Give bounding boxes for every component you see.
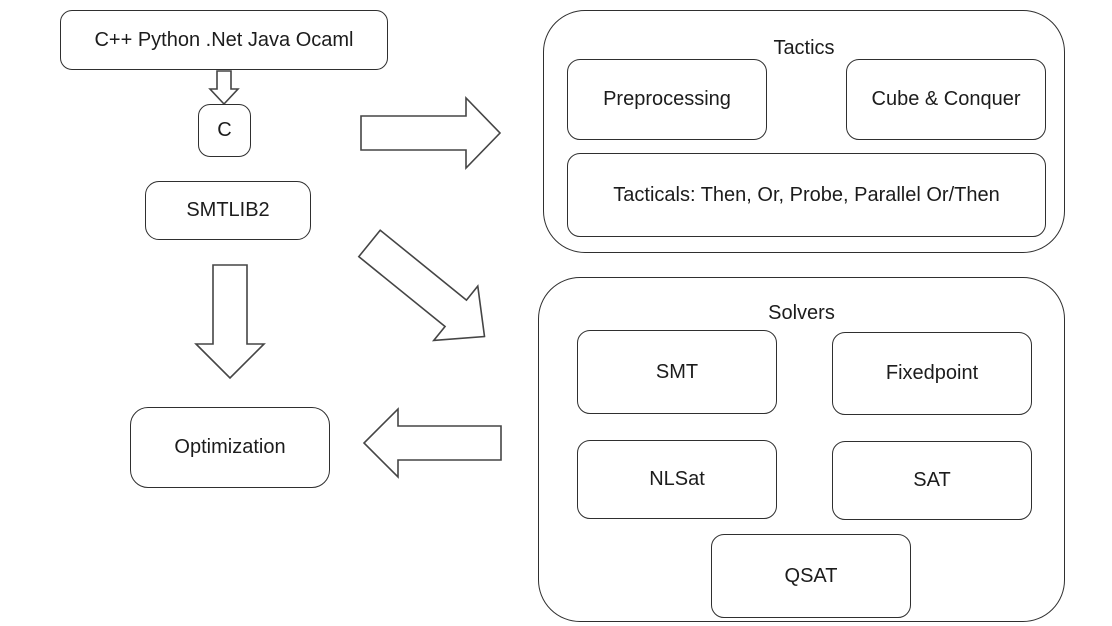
preprocessing-label: Preprocessing xyxy=(603,88,731,110)
c-api-box: C xyxy=(198,104,251,157)
language-bindings-box: C++ Python .Net Java Ocaml xyxy=(60,10,388,70)
c-api-label: C xyxy=(217,119,232,141)
left-arrow-icon xyxy=(362,407,502,479)
down-arrow-icon xyxy=(194,264,266,380)
cube-and-conquer-label: Cube & Conquer xyxy=(871,88,1021,110)
smt-solver-box: SMT xyxy=(577,330,777,414)
cube-and-conquer-box: Cube & Conquer xyxy=(846,59,1046,140)
solvers-group-title: Solvers xyxy=(768,302,835,324)
tactics-group-title: Tactics xyxy=(773,37,835,59)
tactics-group: Tactics Preprocessing Cube & Conquer Tac… xyxy=(543,10,1065,253)
smtlib2-label: SMTLIB2 xyxy=(186,199,270,221)
language-bindings-label: C++ Python .Net Java Ocaml xyxy=(94,28,354,51)
qsat-solver-box: QSAT xyxy=(711,534,911,618)
optimization-box: Optimization xyxy=(130,407,330,488)
preprocessing-box: Preprocessing xyxy=(567,59,767,140)
smtlib2-box: SMTLIB2 xyxy=(145,181,311,240)
optimization-label: Optimization xyxy=(174,436,286,458)
tacticals-box: Tacticals: Then, Or, Probe, Parallel Or/… xyxy=(567,153,1046,237)
right-arrow-icon xyxy=(360,96,502,170)
smt-solver-label: SMT xyxy=(655,360,699,383)
nlsat-solver-box: NLSat xyxy=(577,440,777,519)
qsat-solver-label: QSAT xyxy=(784,564,838,587)
down-right-arrow-icon xyxy=(352,229,502,342)
down-arrow-icon xyxy=(208,70,240,106)
fixedpoint-solver-label: Fixedpoint xyxy=(885,362,979,384)
fixedpoint-solver-box: Fixedpoint xyxy=(832,332,1032,415)
solvers-group: Solvers SMT Fixedpoint NLSat SAT QSAT xyxy=(538,277,1065,622)
nlsat-solver-label: NLSat xyxy=(649,468,705,490)
tacticals-label: Tacticals: Then, Or, Probe, Parallel Or/… xyxy=(613,183,1000,206)
sat-solver-label: SAT xyxy=(913,469,951,491)
sat-solver-box: SAT xyxy=(832,441,1032,520)
